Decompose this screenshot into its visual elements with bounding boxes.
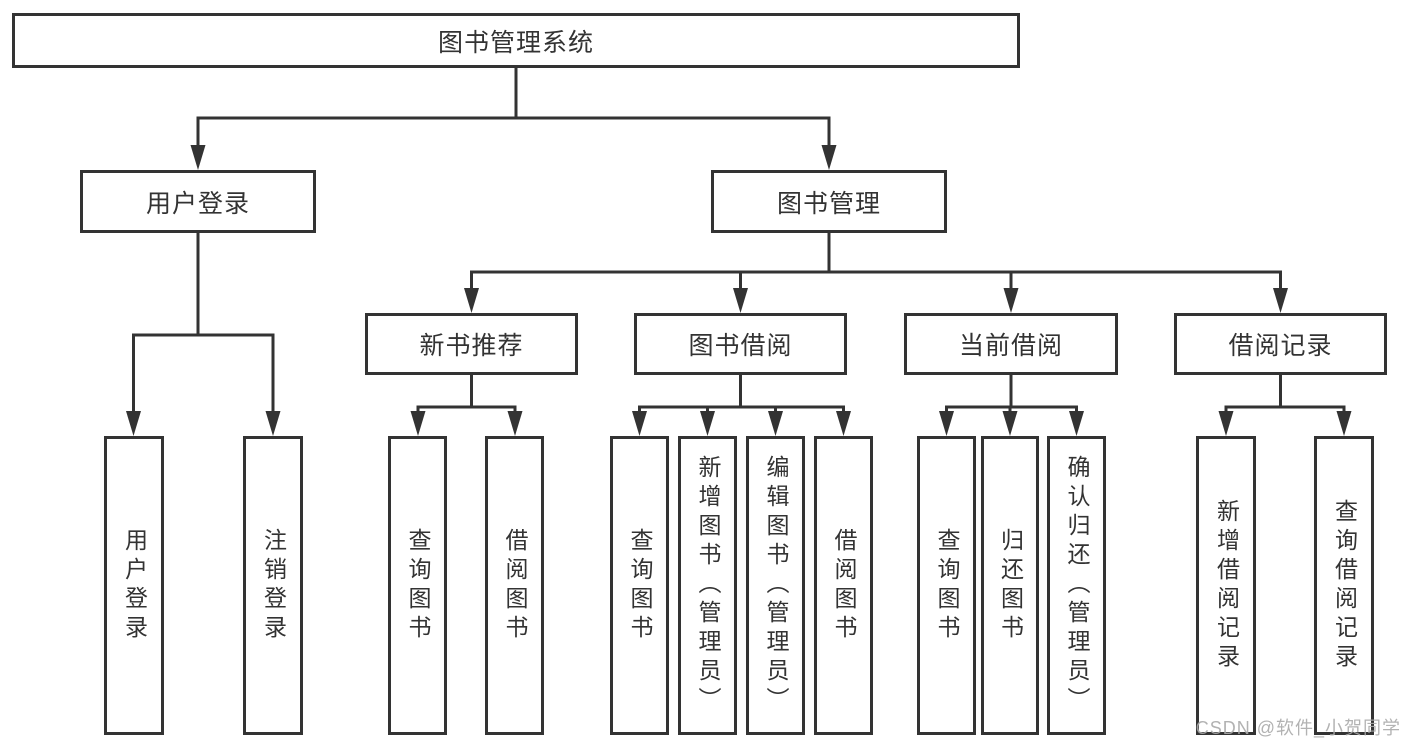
connector-current-borrowing-to-leaves (945, 375, 1078, 416)
node-label: 用户登录 (145, 189, 250, 218)
csdn-watermark: CSDN @软件_小贺同学 (1195, 718, 1401, 738)
leaf-borrow-books: 借阅图书 (814, 436, 873, 735)
leaf-add-books-admin: 新增图书（管理员） (678, 436, 737, 735)
leaf-label: 查询图书 (627, 527, 653, 644)
connector-book-management-to-level3 (470, 233, 1282, 292)
arrow-down-icon (939, 411, 954, 436)
arrowhead-icons (126, 145, 1352, 436)
connector-new-book-recommend-to-leaves (416, 375, 517, 416)
arrow-down-icon (733, 288, 748, 313)
leaf-label: 归还图书 (997, 527, 1024, 644)
node-current-borrowing: 当前借阅 (904, 313, 1118, 375)
connector-root-to-level2 (196, 68, 831, 150)
arrow-down-icon (265, 411, 281, 436)
leaf-return-books: 归还图书 (981, 436, 1039, 735)
leaf-label: 借阅图书 (831, 527, 857, 644)
leaf-query-books-current: 查询图书 (917, 436, 976, 735)
leaf-label: 查询图书 (405, 527, 431, 644)
node-library-management-system: 图书管理系统 (12, 13, 1020, 68)
node-new-book-recommend: 新书推荐 (365, 313, 578, 375)
leaf-label: 编辑图书（管理员） (763, 455, 789, 716)
leaf-label: 借阅图书 (502, 527, 528, 644)
node-book-management: 图书管理 (711, 170, 947, 233)
arrow-down-icon (821, 145, 837, 170)
leaf-label: 新增图书（管理员） (695, 455, 721, 716)
leaf-logout: 注销登录 (243, 436, 303, 735)
leaf-label: 查询图书 (934, 527, 960, 644)
arrow-down-icon (126, 411, 141, 436)
arrow-down-icon (1218, 411, 1234, 436)
node-label: 图书借阅 (688, 332, 793, 360)
arrow-down-icon (632, 411, 647, 436)
arrow-down-icon (1336, 411, 1352, 436)
leaf-label: 注销登录 (260, 527, 287, 644)
arrow-down-icon (700, 411, 715, 436)
leaf-add-borrow-record: 新增借阅记录 (1196, 436, 1256, 735)
leaf-query-books-recommend: 查询图书 (388, 436, 447, 735)
arrow-down-icon (1003, 288, 1019, 313)
leaf-label: 新增借阅记录 (1213, 498, 1240, 673)
leaf-borrow-books-recommend: 借阅图书 (485, 436, 544, 735)
leaf-user-login: 用户登录 (104, 436, 164, 735)
leaf-label: 确认归还（管理员） (1064, 455, 1090, 716)
leaf-edit-books-admin: 编辑图书（管理员） (746, 436, 805, 735)
node-label: 借阅记录 (1228, 332, 1333, 360)
connector-book-borrowing-to-leaves (638, 375, 845, 416)
arrow-down-icon (768, 411, 783, 436)
leaf-confirm-return-admin: 确认归还（管理员） (1047, 436, 1106, 735)
arrow-down-icon (190, 145, 206, 170)
arrow-down-icon (1273, 288, 1288, 313)
node-label: 图书管理 (776, 189, 881, 218)
leaf-label: 用户登录 (121, 527, 148, 644)
arrow-down-icon (410, 411, 426, 436)
node-user-login: 用户登录 (80, 170, 316, 233)
arrow-down-icon (507, 411, 523, 436)
arrow-down-icon (1002, 411, 1018, 436)
arrow-down-icon (464, 288, 479, 313)
node-borrow-records: 借阅记录 (1174, 313, 1387, 375)
connector-borrow-records-to-leaves (1224, 375, 1346, 416)
node-label: 图书管理系统 (437, 28, 594, 57)
connector-user-login-to-leaves (132, 233, 275, 416)
node-label: 新书推荐 (419, 332, 524, 360)
node-label: 当前借阅 (958, 332, 1063, 360)
node-book-borrowing: 图书借阅 (634, 313, 847, 375)
leaf-query-borrow-record: 查询借阅记录 (1314, 436, 1374, 735)
leaf-label: 查询借阅记录 (1331, 498, 1358, 673)
leaf-query-books-borrowing: 查询图书 (610, 436, 669, 735)
arrow-down-icon (1069, 411, 1084, 436)
arrow-down-icon (836, 411, 851, 436)
